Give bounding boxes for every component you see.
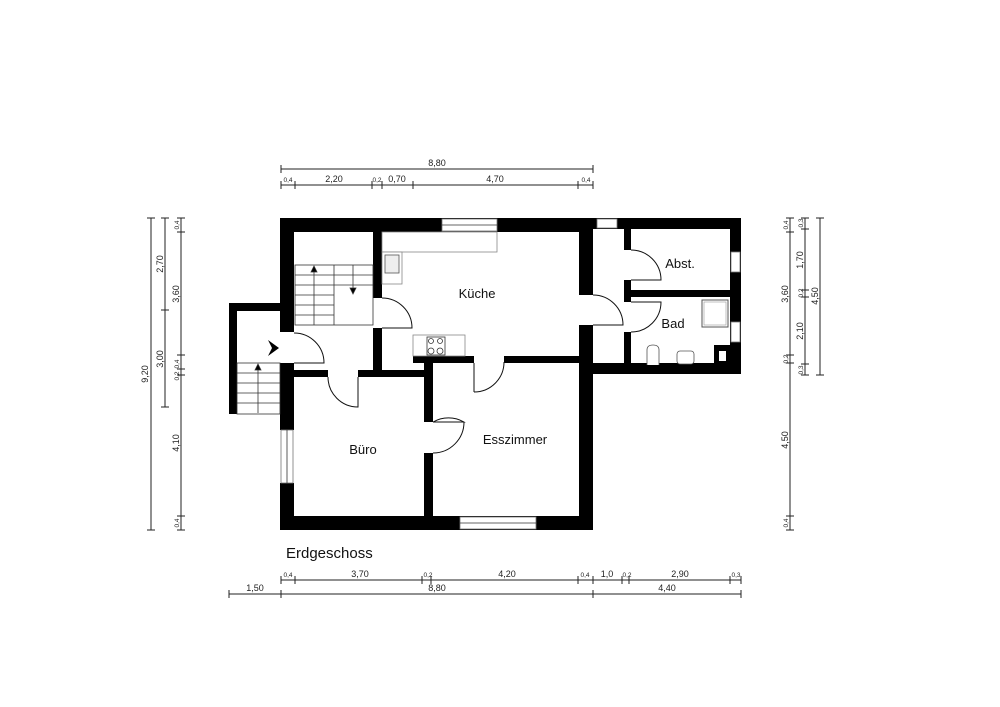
- room-label-storage: Abst.: [665, 256, 695, 271]
- top-dimension-lines: 8,80 0,4 2,20 0,2 0,70 4,70 0,4: [280, 158, 594, 189]
- windows: [280, 218, 741, 530]
- dim-label: 1,0: [601, 569, 614, 579]
- dim-label: 2,70: [155, 255, 165, 273]
- dim-label: 0,2: [783, 354, 790, 363]
- dim-label: 9,20: [140, 365, 150, 383]
- dim-label: 0,4: [783, 220, 790, 229]
- entrance-arrow-icon: [268, 340, 279, 356]
- dim-label: 1,50: [246, 583, 264, 593]
- dim-label: 0,4: [283, 177, 292, 184]
- dim-label: 3,70: [351, 569, 369, 579]
- dim-label: 4,50: [780, 431, 790, 449]
- bath-fixtures: [646, 299, 729, 365]
- sink-icon: [384, 254, 400, 274]
- dim-label: 0,2: [798, 288, 805, 297]
- bottom-dimension-lines: 0,4 3,70 0,2 4,20 0,4 1,0 0,2 2,90 0,3 1…: [228, 569, 742, 598]
- dim-label: 2,10: [795, 322, 805, 340]
- walls: [229, 218, 741, 530]
- right-dimension-lines: 0,4 3,60 0,2 4,50 0,4 0,3 1,70 0,2 2,10 …: [780, 217, 824, 531]
- kitchen-fixtures: [381, 231, 498, 357]
- dim-label: 4,40: [658, 583, 676, 593]
- dim-label: 0,4: [581, 177, 590, 184]
- dim-label: 0,4: [174, 220, 181, 229]
- dim-label: 2,20: [325, 174, 343, 184]
- dim-label: 0,4: [783, 518, 790, 527]
- floor-title: Erdgeschoss: [286, 545, 373, 562]
- dim-label: 0,2: [423, 572, 432, 579]
- dim-label: 0,4: [580, 572, 589, 579]
- dim-label: 1,70: [795, 251, 805, 269]
- left-dimension-lines: 9,20 2,70 3,00 0,4 3,60 0,2 0,4 4,10 0,4: [140, 217, 185, 531]
- stairs: [236, 264, 374, 415]
- doors: [293, 249, 662, 454]
- dim-label: 0,3: [798, 365, 805, 374]
- toilet-icon: [646, 344, 660, 365]
- dim-label: 4,20: [498, 569, 516, 579]
- dim-label: 0,3: [731, 572, 740, 579]
- room-label-office: Büro: [349, 442, 376, 457]
- dim-label: 3,00: [155, 350, 165, 368]
- dim-label: 4,70: [486, 174, 504, 184]
- dim-label: 0,4: [174, 518, 181, 527]
- dim-label: 0,2: [622, 572, 631, 579]
- dim-label: 3,60: [780, 285, 790, 303]
- dim-label: 0,2: [372, 177, 381, 184]
- dim-label: 0,70: [388, 174, 406, 184]
- dim-top-total: 8,80: [428, 158, 446, 168]
- room-label-bath: Bad: [661, 316, 684, 331]
- room-label-kitchen: Küche: [459, 286, 496, 301]
- dim-label: 4,50: [810, 287, 820, 305]
- shower-icon: [701, 299, 729, 328]
- dim-label: 0,4: [174, 359, 181, 368]
- dim-label: 8,80: [428, 583, 446, 593]
- stove-icon: [426, 336, 446, 356]
- dim-label: 0,3: [798, 218, 805, 227]
- room-label-dining: Esszimmer: [483, 432, 548, 447]
- dim-label: 0,4: [283, 572, 292, 579]
- dim-label: 4,10: [171, 434, 181, 452]
- washbasin-icon: [676, 350, 695, 365]
- dim-label: 0,2: [174, 371, 181, 380]
- dim-label: 3,60: [171, 285, 181, 303]
- dim-label: 2,90: [671, 569, 689, 579]
